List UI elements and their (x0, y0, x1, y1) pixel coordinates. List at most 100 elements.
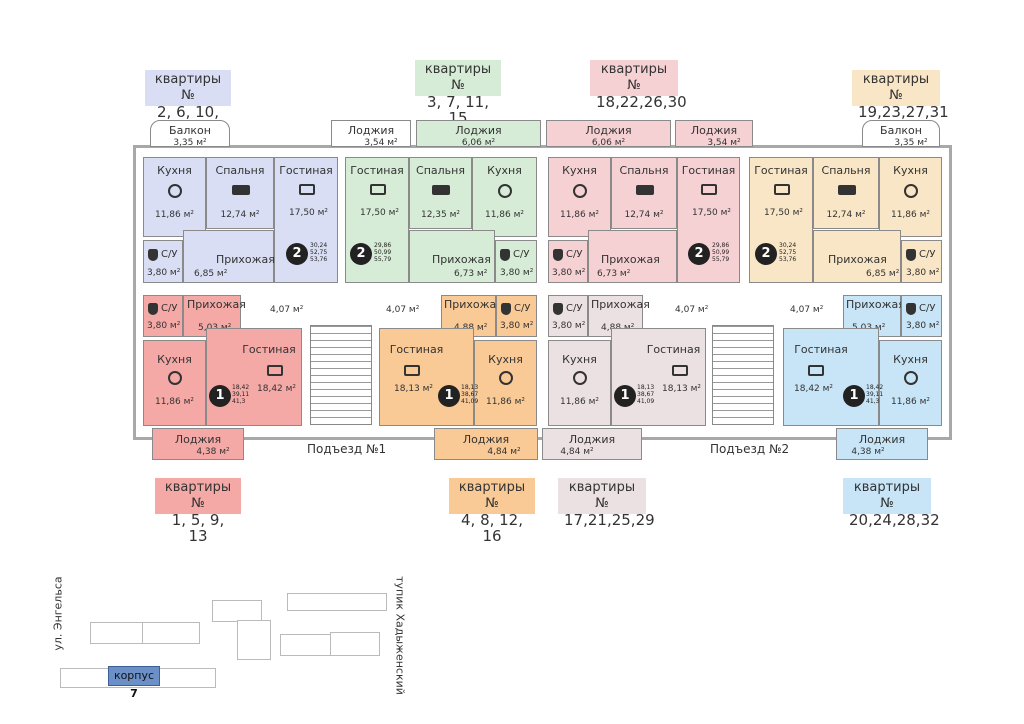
f-kitchen: Кухня 11,86 м² (474, 340, 537, 426)
room-count-badge-d: 2 (755, 243, 777, 265)
plate-icon (499, 371, 513, 385)
a-bedroom: Спальня 12,74 м² (206, 157, 274, 229)
balcony-left: Балкон 3,35 м² (150, 120, 230, 148)
plate-icon (904, 371, 918, 385)
c-hall: Прихожая 6,73 м² (588, 230, 677, 283)
room-count-badge-c: 2 (688, 243, 710, 265)
loggia-top-3: Лоджия 6,06 м² (546, 120, 671, 148)
corridor-area-4: 4,07 м² (790, 305, 824, 315)
tv-icon (672, 365, 688, 376)
a-kitchen: Кухня 11,86 м² (143, 157, 206, 237)
apt-label-3-7-11-15: квартиры № 3, 7, 11, 15 (415, 60, 501, 126)
h-living: Гостиная 18,42 м² (783, 328, 879, 426)
loggia-bottom-3: Лоджия 4,84 м² (542, 428, 642, 460)
h-bath: С/У 3,80 м² (901, 295, 942, 337)
toilet-icon (500, 249, 510, 261)
a-living: Гостиная 17,50 м² (274, 157, 338, 283)
loggia-bottom-4: Лоджия 4,38 м² (836, 428, 928, 460)
room-count-badge-g: 1 (614, 385, 636, 407)
plate-icon (573, 371, 587, 385)
tv-icon (701, 184, 717, 195)
apt-label-2-6-10-14: квартиры № 2, 6, 10, 14 (145, 70, 231, 136)
room-count-badge-a: 2 (286, 243, 308, 265)
plate-icon (573, 184, 587, 198)
corridor-area-3: 4,07 м² (675, 305, 709, 315)
c-bedroom: Спальня 12,74 м² (611, 157, 677, 229)
d-bath: С/У 3,80 м² (901, 240, 942, 283)
loggia-bottom-1: Лоджия 4,38 м² (152, 428, 244, 460)
plate-icon (904, 184, 918, 198)
apt-label-17-21-25-29: квартиры № 17,21,25,29 (558, 478, 655, 528)
loggia-bottom-2: Лоджия 4,84 м² (434, 428, 538, 460)
d-kitchen: Кухня 11,86 м² (879, 157, 942, 237)
room-count-badge-b: 2 (350, 243, 372, 265)
loggia-top-2: Лоджия 6,06 м² (416, 120, 541, 148)
toilet-icon (148, 303, 158, 315)
apt-label-4-8-12-16: квартиры № 4, 8, 12, 16 (449, 478, 535, 544)
apt-label-20-24-28-32: квартиры № 20,24,28,32 (843, 478, 940, 528)
h-kitchen: Кухня 11,86 м² (879, 340, 942, 426)
g-bath: С/У 3,80 м² (548, 295, 588, 337)
toilet-icon (906, 249, 916, 261)
f-bath: С/У 3,80 м² (496, 295, 537, 337)
loggia-top-4: Лоджия 3,54 м² (675, 120, 753, 148)
staircase-2 (712, 325, 774, 425)
street-khadyzhensky: тупик Хадыженский (393, 576, 407, 695)
room-count-badge-f: 1 (438, 385, 460, 407)
corridor-area-2: 4,07 м² (386, 305, 420, 315)
b-living: Гостиная 17,50 м² (345, 157, 409, 283)
e-bath: С/У 3,80 м² (143, 295, 183, 337)
toilet-icon (553, 303, 563, 315)
tv-icon (774, 184, 790, 195)
d-bedroom: Спальня 12,74 м² (813, 157, 879, 229)
toilet-icon (148, 249, 158, 261)
g-living: Гостиная 18,13 м² (611, 328, 706, 426)
e-living: Гостиная 18,42 м² (206, 328, 302, 426)
apt-label-1-5-9-13: квартиры № 1, 5, 9, 13 (155, 478, 241, 544)
plate-icon (168, 371, 182, 385)
bed-icon (838, 185, 856, 195)
street-engelsa: ул. Энгельса (51, 576, 65, 651)
room-count-badge-h: 1 (843, 385, 865, 407)
c-living: Гостиная 17,50 м² (677, 157, 740, 283)
b-kitchen: Кухня 11,86 м² (472, 157, 537, 237)
site-building-4 (287, 593, 387, 611)
entrance-2-label: Подъезд №2 (710, 442, 790, 456)
toilet-icon (553, 249, 563, 261)
tv-icon (299, 184, 315, 195)
bed-icon (636, 185, 654, 195)
room-count-badge-e: 1 (209, 385, 231, 407)
c-bath: С/У 3,80 м² (548, 240, 588, 283)
apt-label-19-23-27-31: квартиры № 19,23,27,31 (852, 70, 949, 120)
a-bath: С/У 3,80 м² (143, 240, 183, 283)
site-building-6 (280, 634, 336, 656)
bed-icon (432, 185, 450, 195)
apt-label-18-22-26-30: квартиры № 18,22,26,30 (590, 60, 687, 110)
d-living: Гостиная 17,50 м² (749, 157, 813, 283)
plate-icon (168, 184, 182, 198)
e-kitchen: Кухня 11,86 м² (143, 340, 206, 426)
d-hall: Прихожая 6,85 м² (813, 230, 901, 283)
plate-icon (498, 184, 512, 198)
g-kitchen: Кухня 11,86 м² (548, 340, 611, 426)
f-living: Гостиная 18,13 м² (379, 328, 474, 426)
site-building-5 (237, 620, 271, 660)
entrance-1-label: Подъезд №1 (307, 442, 387, 456)
toilet-icon (906, 303, 916, 315)
b-bedroom: Спальня 12,35 м² (409, 157, 472, 229)
tv-icon (267, 365, 283, 376)
site-building-3 (142, 622, 200, 644)
tv-icon (404, 365, 420, 376)
loggia-top-1: Лоджия 3,54 м² (331, 120, 411, 148)
tv-icon (808, 365, 824, 376)
staircase-1 (310, 325, 372, 425)
a-hall: Прихожая 6,85 м² (183, 230, 275, 283)
korpus-7-marker: корпус 7 (108, 666, 160, 700)
